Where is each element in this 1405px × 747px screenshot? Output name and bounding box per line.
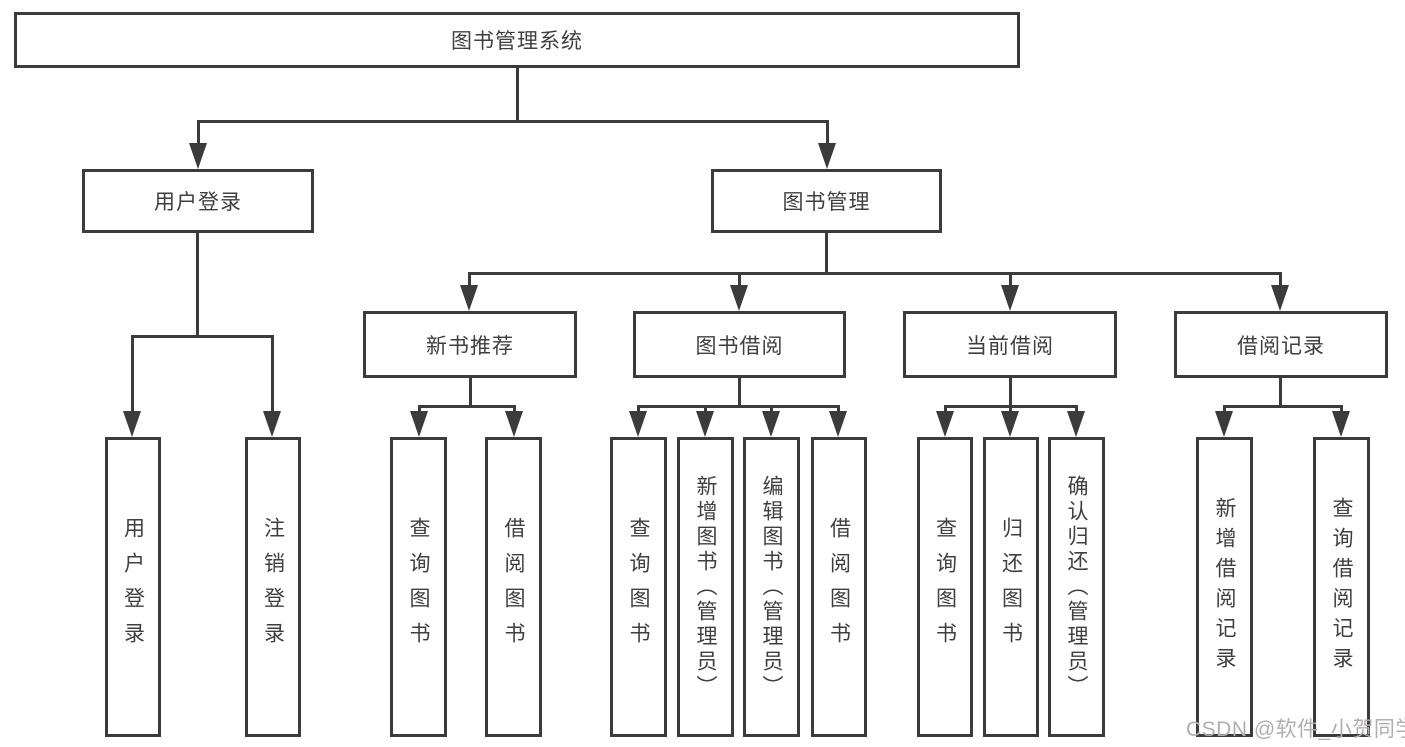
arrowhead-down-icon <box>1332 411 1350 437</box>
node-library-management-system: 图书管理系统 <box>14 12 1020 68</box>
connector-arrow-stem <box>513 405 516 415</box>
connector-branch <box>1223 405 1342 408</box>
csdn-watermark: CSDN @软件_小贺同学 <box>1186 718 1405 741</box>
connector-arrow-stem <box>418 405 421 415</box>
node-label: 图书管理 <box>782 191 871 214</box>
arrowhead-down-icon <box>696 411 714 437</box>
connector-arrow-stem <box>1340 405 1343 415</box>
connector-arrow-stem <box>704 405 707 415</box>
connector-arrow-stem <box>271 335 274 414</box>
connector-arrow-stem <box>738 272 741 289</box>
node-new-book-recommend: 新书推荐 <box>363 311 577 378</box>
node-label: 借阅图书 <box>502 517 525 657</box>
node-label: 查询图书 <box>933 517 957 657</box>
node-label: 查询借阅记录 <box>1330 497 1353 677</box>
connector-arrow-stem <box>131 335 134 414</box>
node-leaf-logout: 注销登录 <box>245 437 301 737</box>
node-leaf-confirm-return-admin: 确认归还（管理员） <box>1048 437 1105 737</box>
node-current-borrow: 当前借阅 <box>903 311 1117 378</box>
node-leaf-edit-books-admin: 编辑图书（管理员） <box>743 437 800 737</box>
connector-branch <box>637 405 840 408</box>
node-leaf-query-books-current: 查询图书 <box>917 437 973 737</box>
node-book-management: 图书管理 <box>711 169 942 233</box>
node-leaf-add-books-admin: 新增图书（管理员） <box>677 437 734 737</box>
arrowhead-down-icon <box>410 411 428 437</box>
node-leaf-query-books-recommend: 查询图书 <box>390 437 447 737</box>
connector-stem <box>1009 378 1012 408</box>
connector-arrow-stem <box>770 405 773 415</box>
node-label: 新增图书（管理员） <box>694 474 717 700</box>
connector-arrow-stem <box>826 120 829 146</box>
connector-arrow-stem <box>1075 405 1078 415</box>
connector-arrow-stem <box>637 405 640 415</box>
connector-level1-branch <box>197 120 829 123</box>
node-user-login: 用户登录 <box>82 169 314 233</box>
connector-level3-branch <box>468 272 1282 275</box>
arrowhead-down-icon <box>1001 411 1019 437</box>
connector-arrow-stem <box>1223 405 1226 415</box>
node-book-borrow: 图书借阅 <box>633 311 846 378</box>
node-label: 借阅记录 <box>1237 334 1325 358</box>
node-leaf-borrow-books-recommend: 借阅图书 <box>485 437 542 737</box>
connector-root-stem <box>516 67 519 121</box>
connector-arrow-stem <box>837 405 840 415</box>
node-leaf-return-books: 归还图书 <box>983 437 1039 737</box>
arrowhead-down-icon <box>1067 411 1085 437</box>
connector-user-login-stem <box>196 233 199 336</box>
arrowhead-down-icon <box>936 411 954 437</box>
arrowhead-down-icon <box>1215 411 1233 437</box>
connector-arrow-stem <box>1009 405 1012 415</box>
arrowhead-down-icon <box>460 285 478 311</box>
node-leaf-borrow-books: 借阅图书 <box>811 437 867 737</box>
node-leaf-add-borrow-record: 新增借阅记录 <box>1196 437 1253 737</box>
node-label: 新增借阅记录 <box>1213 497 1236 677</box>
node-label: 归还图书 <box>999 517 1023 657</box>
node-label: 新书推荐 <box>426 334 514 358</box>
node-borrow-records: 借阅记录 <box>1174 311 1388 378</box>
node-leaf-query-borrow-record: 查询借阅记录 <box>1313 437 1370 737</box>
node-leaf-query-books-borrow: 查询图书 <box>610 437 667 737</box>
node-leaf-user-login: 用户登录 <box>105 437 161 737</box>
connector-arrow-stem <box>197 120 200 146</box>
arrowhead-down-icon <box>829 411 847 437</box>
arrowhead-down-icon <box>629 411 647 437</box>
connector-arrow-stem <box>1279 272 1282 289</box>
node-label: 确认归还（管理员） <box>1065 474 1088 700</box>
arrowhead-down-icon <box>818 143 836 169</box>
arrowhead-down-icon <box>263 411 281 437</box>
arrowhead-down-icon <box>123 411 141 437</box>
connector-arrow-stem <box>944 405 947 415</box>
arrowhead-down-icon <box>189 143 207 169</box>
arrowhead-down-icon <box>505 411 523 437</box>
connector-arrow-stem <box>468 272 471 289</box>
node-label: 编辑图书（管理员） <box>760 474 783 700</box>
node-label: 查询图书 <box>627 517 650 657</box>
node-label: 图书管理系统 <box>451 30 583 53</box>
arrowhead-down-icon <box>762 411 780 437</box>
node-label: 图书借阅 <box>695 334 784 358</box>
connector-stem <box>1279 378 1282 408</box>
arrowhead-down-icon <box>730 285 748 311</box>
connector-branch <box>418 405 516 408</box>
connector-user-login-branch <box>131 335 274 338</box>
arrowhead-down-icon <box>1001 285 1019 311</box>
node-label: 借阅图书 <box>827 517 851 657</box>
node-label: 用户登录 <box>154 191 242 214</box>
arrowhead-down-icon <box>1271 285 1289 311</box>
node-label: 查询图书 <box>407 517 430 657</box>
connector-arrow-stem <box>1009 272 1012 289</box>
connector-stem <box>738 378 741 408</box>
connector-stem <box>469 378 472 408</box>
node-label: 用户登录 <box>121 517 145 657</box>
node-label: 注销登录 <box>261 517 285 657</box>
node-label: 当前借阅 <box>966 334 1054 358</box>
connector-book-mgmt-stem <box>825 233 828 275</box>
